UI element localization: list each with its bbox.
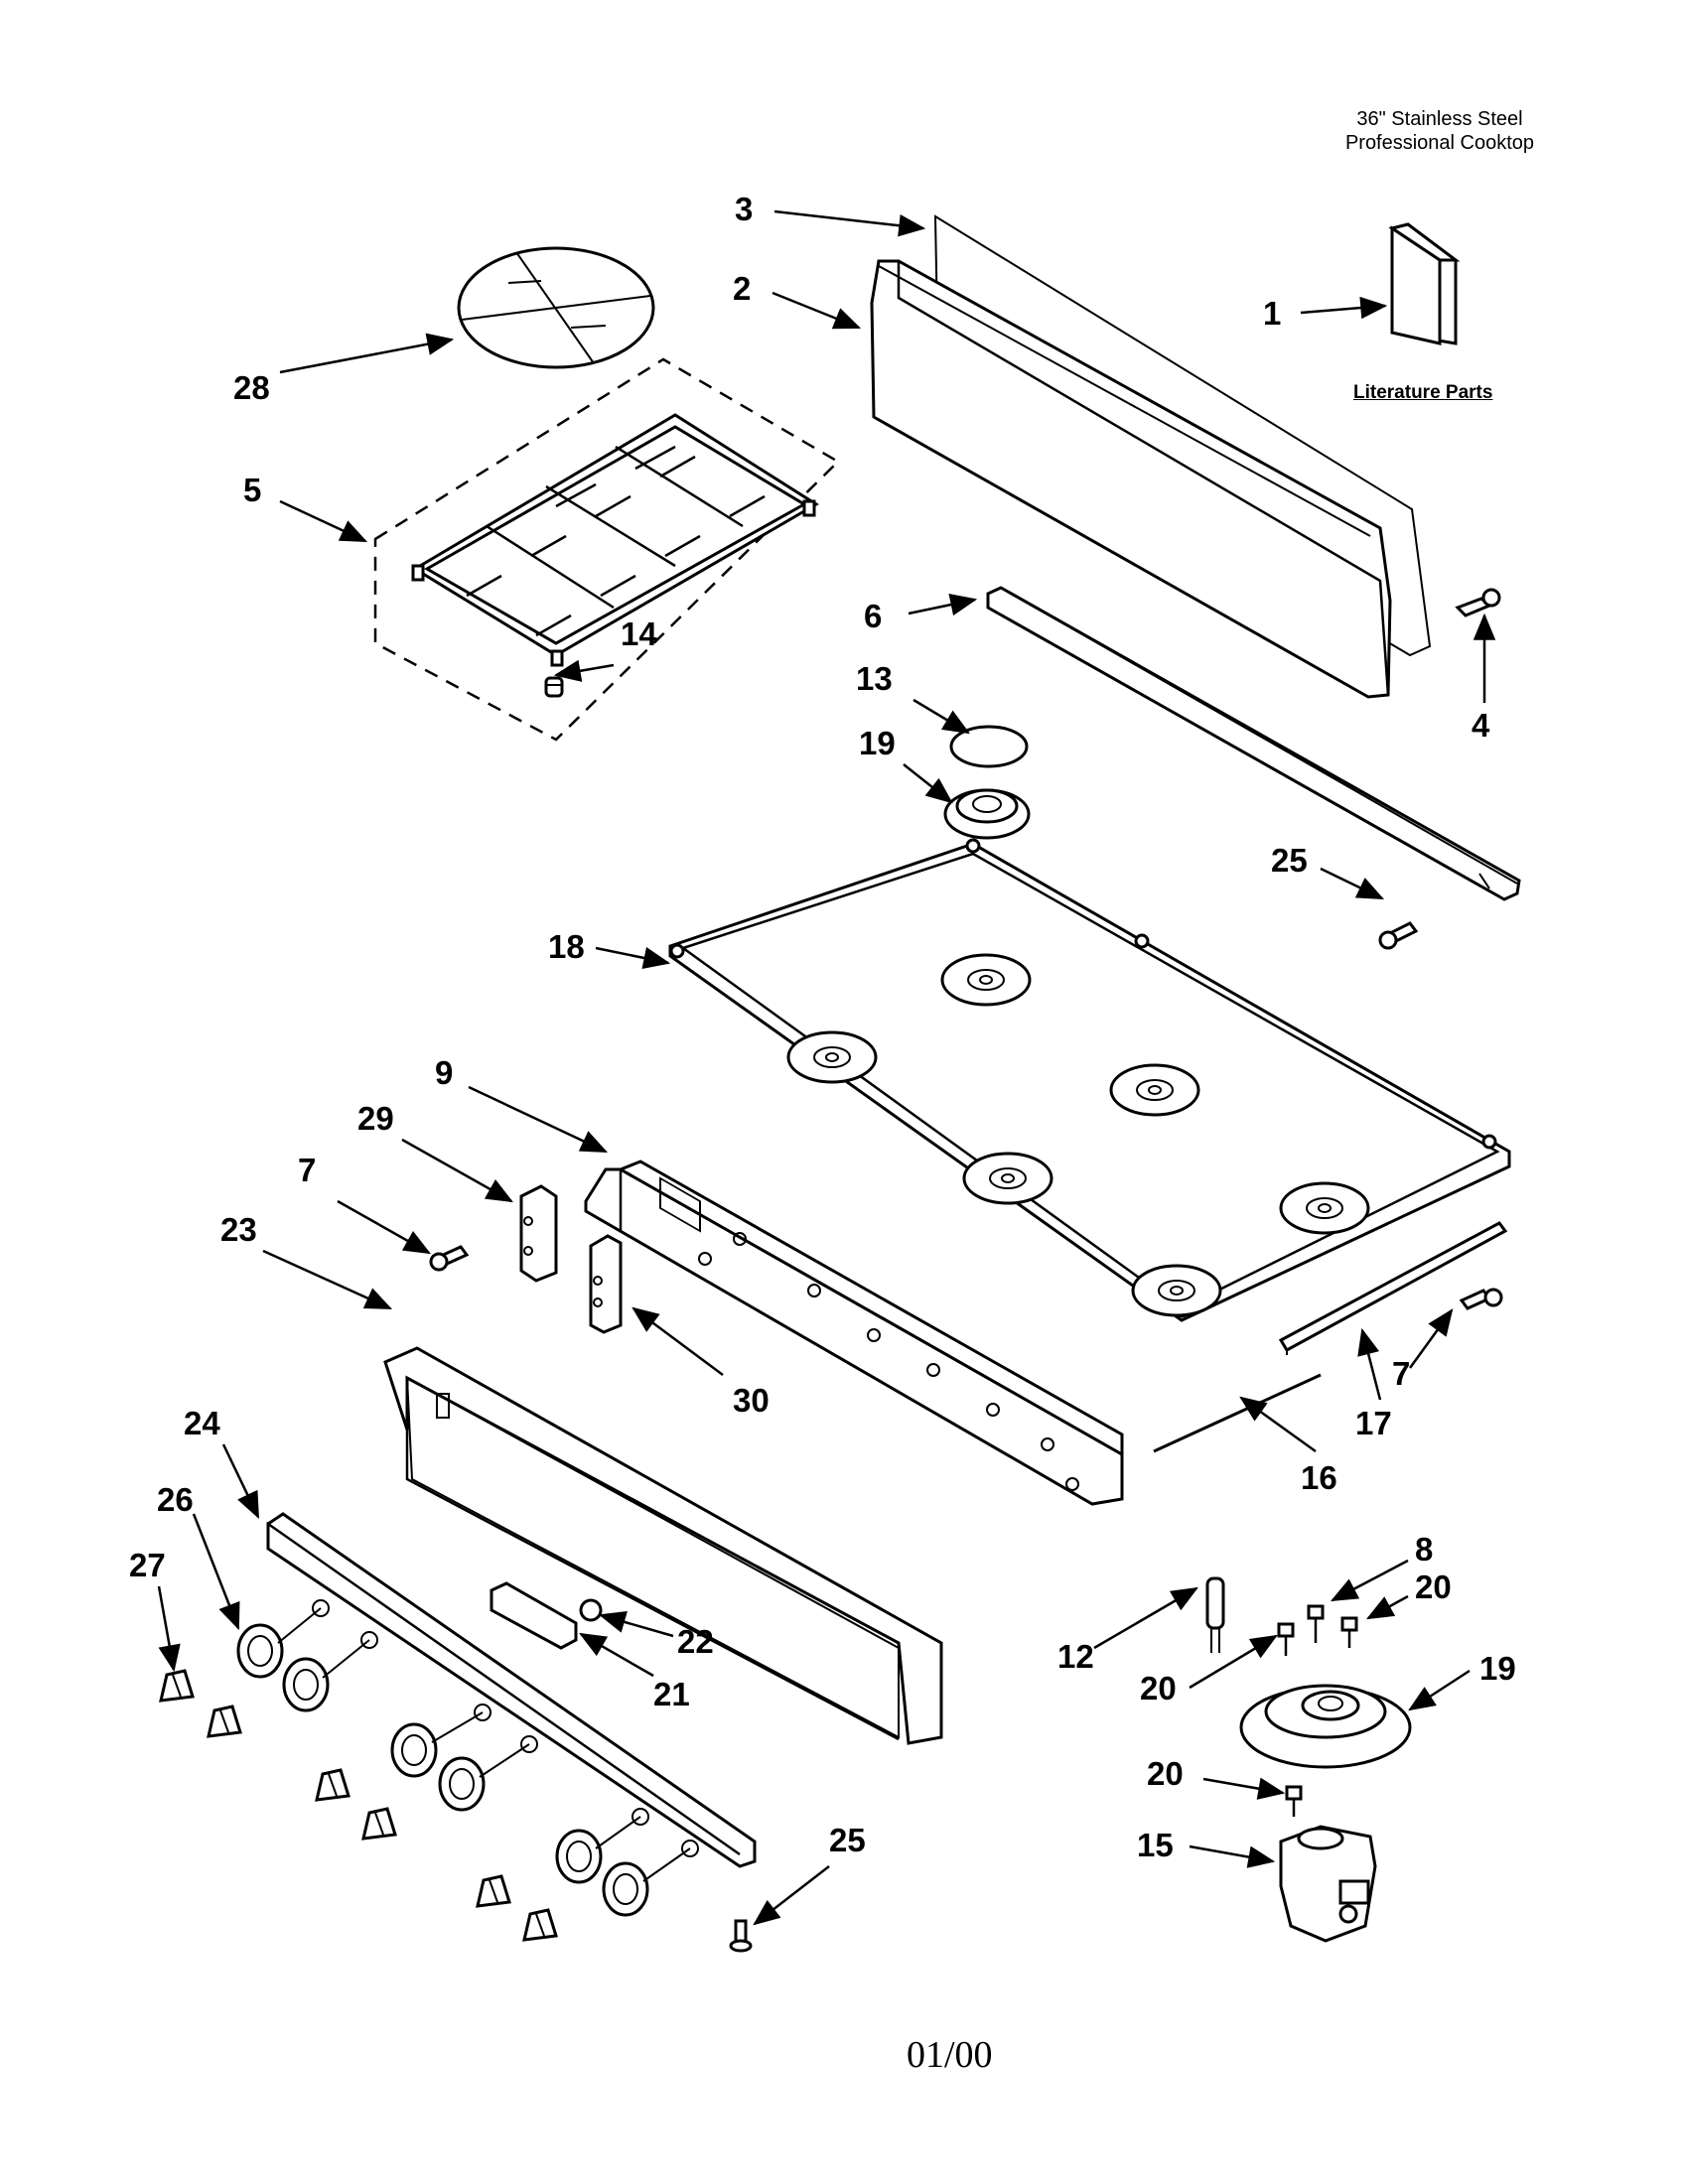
callout-22: 22	[677, 1623, 714, 1660]
valve-bracket	[519, 1184, 558, 1283]
bracket-screw	[429, 1245, 470, 1272]
callout-8: 8	[1415, 1531, 1433, 1568]
grate-foot	[544, 676, 564, 698]
literature-booklet	[1388, 222, 1461, 345]
igniter	[1205, 1576, 1225, 1653]
callout-19-top: 19	[859, 725, 896, 761]
valve-switch	[589, 1234, 623, 1334]
callout-12: 12	[1057, 1638, 1094, 1675]
grate-pad	[457, 246, 655, 369]
callout-20-mid-left: 20	[1140, 1670, 1177, 1706]
burner-openings	[786, 953, 1370, 1317]
callout-18: 18	[548, 928, 585, 965]
callout-16: 16	[1301, 1459, 1337, 1496]
callout-27: 27	[129, 1547, 166, 1583]
callout-23: 23	[220, 1211, 257, 1248]
control-knobs	[159, 1669, 558, 1942]
manifold-panel	[584, 1160, 1124, 1506]
burner-base	[1239, 1684, 1412, 1769]
burner-base-top	[943, 788, 1031, 840]
mounting-screws	[1277, 1616, 1358, 1817]
literature-parts-label: Literature Parts	[1353, 382, 1493, 403]
valve-body	[1279, 1825, 1377, 1943]
title-line-1: 36" Stainless Steel	[1356, 108, 1523, 130]
callout-19-bottom: 19	[1479, 1650, 1516, 1687]
callout-30: 30	[733, 1382, 770, 1419]
diagram-title: 36" Stainless Steel Professional Cooktop	[1291, 107, 1589, 155]
callout-17: 17	[1355, 1405, 1392, 1441]
trim-screw-right	[1459, 1288, 1503, 1310]
callout-26: 26	[157, 1481, 194, 1518]
callout-24: 24	[184, 1405, 220, 1441]
callout-numbers: 1 2 3 4 5 6 7 7 8 9 12 13 14 15 16 17 18…	[129, 191, 1516, 1863]
front-trim	[1278, 1221, 1508, 1355]
bolt	[1307, 1604, 1325, 1643]
backguard	[870, 259, 1392, 699]
rear-trim-channel	[986, 586, 1521, 901]
control-button	[579, 1598, 603, 1622]
callout-25-top: 25	[1271, 842, 1308, 879]
callout-5: 5	[243, 472, 261, 508]
callout-21: 21	[653, 1676, 690, 1712]
callout-2: 2	[733, 270, 751, 307]
date-code: 01/00	[907, 2034, 993, 2076]
trim-screw	[1378, 921, 1419, 950]
burner-cap	[949, 725, 1029, 768]
panel-screw	[729, 1919, 753, 1953]
callout-9: 9	[435, 1054, 453, 1091]
display-panel	[490, 1581, 578, 1650]
callout-6: 6	[864, 598, 882, 634]
callout-29: 29	[357, 1100, 394, 1137]
callout-7-right: 7	[1392, 1355, 1410, 1392]
callout-7-left: 7	[298, 1152, 316, 1188]
control-panel	[266, 1512, 757, 1868]
grate-group-outline	[373, 357, 841, 742]
backguard-screw	[1455, 588, 1501, 617]
callout-20-upper-right: 20	[1415, 1569, 1452, 1605]
burner-grate	[411, 413, 819, 667]
callout-28: 28	[233, 369, 270, 406]
knob-bezels	[236, 1623, 649, 1917]
callout-3: 3	[735, 191, 753, 227]
callout-leaders	[157, 209, 1496, 1926]
callout-20-lower: 20	[1147, 1755, 1184, 1792]
callout-4: 4	[1472, 707, 1490, 744]
callout-13: 13	[856, 660, 893, 697]
control-housing	[383, 1346, 943, 1745]
title-line-2: Professional Cooktop	[1344, 132, 1535, 154]
valve-stems	[277, 1599, 699, 1882]
callout-14: 14	[621, 615, 657, 652]
callout-1: 1	[1263, 295, 1281, 332]
gasket-strip	[1153, 1373, 1322, 1453]
callout-15: 15	[1137, 1827, 1174, 1863]
callout-25-bottom: 25	[829, 1822, 866, 1858]
